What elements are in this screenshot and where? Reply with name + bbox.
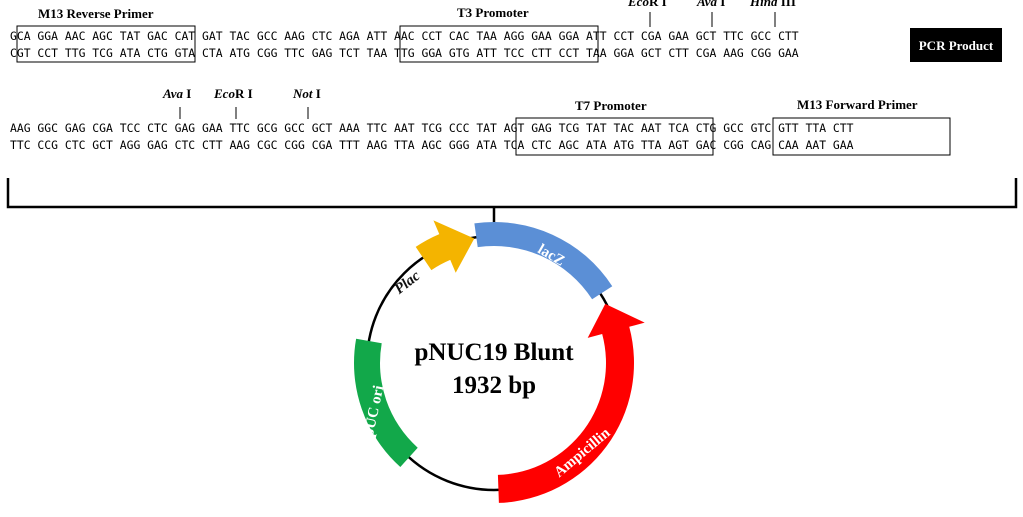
noti-site-label: Not I xyxy=(292,86,321,101)
sequence-row2-bottom: TTC CCG CTC GCT AGG GAG CTC CTT AAG CGC … xyxy=(10,138,854,152)
plasmid-size: 1932 bp xyxy=(452,372,536,399)
sequence-block-2: AAG GGC GAG CGA TCC CTC GAG GAA TTC GCG … xyxy=(10,86,951,156)
t7-promoter-label: T7 Promoter xyxy=(575,98,647,113)
avai-site-label-1: Ava I xyxy=(696,0,725,9)
plasmid-name: pNUC19 Blunt xyxy=(414,339,574,366)
avai-site-label-2: Ava I xyxy=(162,86,191,101)
bracket-line xyxy=(6,178,1018,209)
sequence-row1-top: GCA GGA AAC AGC TAT GAC CAT GAT TAC GCC … xyxy=(10,29,799,43)
ampicillin-arrow xyxy=(497,303,645,503)
pcr-product-label: PCR Product xyxy=(919,38,994,53)
plasmid-map: lacZ Plac Ampicillin pUC ori pNUC19 Blun… xyxy=(354,220,645,503)
puc-ori-arc xyxy=(354,338,418,468)
t7-promoter-box xyxy=(515,117,714,156)
plac-label: Plac xyxy=(392,268,424,298)
m13-forward-primer-label: M13 Forward Primer xyxy=(797,97,918,112)
ecori-site-label-2: EcoR I xyxy=(213,86,253,101)
lacz-arc xyxy=(474,222,613,300)
hindiii-site-label: Hind III xyxy=(749,0,796,9)
m13-reverse-primer-label: M13 Reverse Primer xyxy=(38,6,154,21)
sequence-row1-bottom: CGT CCT TTG TCG ATA CTG GTA CTA ATG CGG … xyxy=(10,46,799,60)
ecori-site-label-1: EcoR I xyxy=(627,0,667,9)
pcr-product-block xyxy=(910,28,1002,62)
plac-arrow xyxy=(415,220,475,273)
m13-forward-primer-box xyxy=(772,117,951,156)
sequence-bracket xyxy=(6,178,1018,226)
t3-promoter-box xyxy=(399,25,599,63)
m13-reverse-primer-box xyxy=(16,25,196,63)
sequence-row2-top: AAG GGC GAG CGA TCC CTC GAG GAA TTC GCG … xyxy=(10,121,854,135)
t3-promoter-label: T3 Promoter xyxy=(457,5,529,20)
sequence-block-1: GCA GGA AAC AGC TAT GAC CAT GAT TAC GCC … xyxy=(10,0,1002,63)
